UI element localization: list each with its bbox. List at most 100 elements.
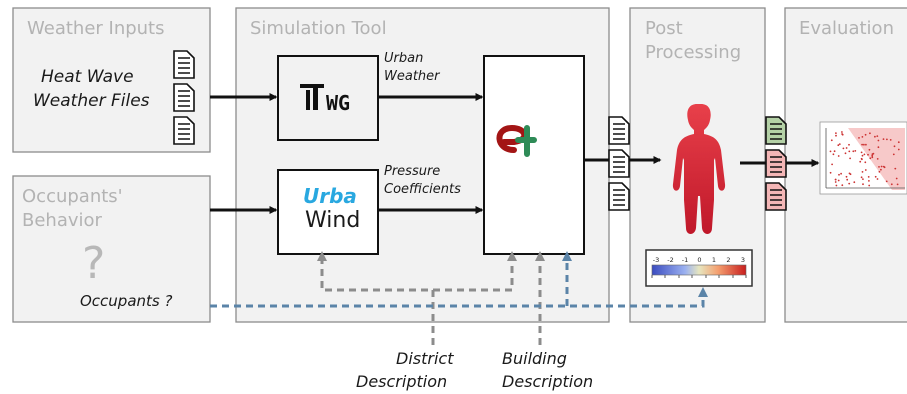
scatter-point (864, 169, 867, 171)
scatter-point (893, 145, 896, 148)
scatter-point (892, 153, 895, 156)
scatter-point (860, 176, 863, 179)
scatter-point (832, 153, 835, 156)
scatter-point (871, 154, 874, 157)
scatter-point (835, 134, 837, 137)
scatter-point (834, 181, 837, 183)
scatter-point (858, 137, 860, 139)
eplus-output-icon-3 (608, 182, 630, 211)
urbawind-box: Urba Wind (277, 169, 379, 255)
uwg-logo: WG (300, 84, 350, 115)
scatter-point (876, 135, 879, 138)
weather-inputs-title: Weather Inputs (27, 18, 165, 39)
urbawind-logo-wind: Wind (305, 208, 360, 233)
eplus-output-icon-2 (608, 149, 630, 178)
scatter-point (882, 138, 885, 141)
scatter-point (878, 170, 881, 173)
post-title-line2: Processing (645, 42, 741, 63)
scatter-point (845, 175, 848, 178)
scatter-point (876, 158, 879, 160)
scatter-point (867, 176, 870, 178)
scatter-point (837, 144, 840, 147)
scatter-point (841, 131, 843, 133)
panel-occupants-behavior: Occupants' Behavior ? Occupants ? (12, 175, 211, 323)
scatter-point (854, 150, 857, 152)
scatter-point (848, 143, 850, 146)
scatter-point (861, 171, 864, 173)
result-doc-red-icon-2 (765, 182, 787, 211)
scatter-point (890, 183, 893, 186)
scatter-point (862, 183, 864, 186)
urbawind-logo-urba: Urba (303, 184, 357, 208)
building-label-1: Building (502, 349, 567, 368)
scatter-point (831, 163, 833, 166)
result-doc-green-icon (765, 116, 787, 145)
scatter-point (860, 151, 863, 154)
weather-file-icon-3 (173, 116, 195, 145)
scatter-point (833, 150, 836, 153)
weather-file-icon-2 (173, 83, 195, 112)
scatter-point (841, 133, 843, 135)
scatter-point (845, 147, 848, 149)
occupants-title-line2: Behavior (22, 210, 103, 231)
scatter-point (886, 138, 888, 141)
scatter-point (842, 147, 845, 150)
svg-text:WG: WG (326, 91, 350, 115)
scatter-point (868, 148, 871, 151)
pressure-label-2: Coefficients (384, 182, 461, 197)
scatter-point (882, 165, 885, 168)
building-label-2: Description (502, 372, 593, 391)
scatter-point (860, 157, 863, 160)
scatter-point (852, 150, 855, 153)
scatter-point (837, 179, 840, 182)
energyplus-box (483, 55, 585, 255)
scatter-point (840, 172, 842, 175)
scatter-point (897, 148, 900, 151)
evaluation-scatter-icon (819, 121, 907, 195)
scatter-point (895, 177, 898, 180)
evaluation-title: Evaluation (799, 18, 894, 39)
pmv-tick-label: -2 (667, 256, 673, 264)
scatter-point (835, 132, 837, 135)
district-label-2: Description (356, 372, 447, 391)
scatter-point (868, 180, 870, 182)
scatter-point (894, 167, 897, 170)
scatter-point (838, 143, 841, 146)
pmv-tick-label: -3 (653, 256, 659, 264)
scatter-point (872, 152, 875, 155)
heat-wave-label: Heat Wave (41, 67, 134, 87)
scatter-point (859, 160, 862, 163)
urban-weather-label-1: Urban (384, 51, 423, 66)
scatter-point (829, 171, 832, 174)
scatter-point (838, 173, 840, 176)
urban-weather-label-2: Weather (384, 69, 441, 84)
scatter-point (864, 133, 867, 136)
scatter-point (874, 135, 876, 138)
weather-files-label: Weather Files (33, 91, 150, 111)
scatter-point (885, 180, 888, 183)
pmv-tick-label: 3 (741, 256, 745, 264)
scatter-point (861, 143, 863, 146)
energyplus-logo (496, 124, 537, 157)
weather-file-icon-1 (173, 50, 195, 79)
scatter-point (867, 153, 869, 156)
district-description-connector (317, 251, 517, 345)
scatter-point (877, 146, 880, 149)
scatter-point (853, 181, 856, 184)
human-body-icon (672, 104, 726, 234)
panel-weather-inputs: Weather Inputs Heat Wave Weather Files (12, 7, 211, 153)
scatter-point (864, 161, 867, 164)
scatter-point (874, 175, 877, 178)
uwg-box: WG (277, 55, 379, 141)
scatter-point (861, 136, 864, 138)
scatter-point (837, 155, 840, 157)
scatter-point (871, 156, 874, 159)
scatter-point (849, 157, 851, 160)
result-doc-red-icon-1 (765, 149, 787, 178)
question-mark: ? (82, 238, 105, 289)
scatter-point (878, 166, 880, 168)
scatter-point (848, 182, 851, 185)
pmv-tick-label: 0 (697, 256, 701, 264)
scatter-point (848, 172, 851, 175)
